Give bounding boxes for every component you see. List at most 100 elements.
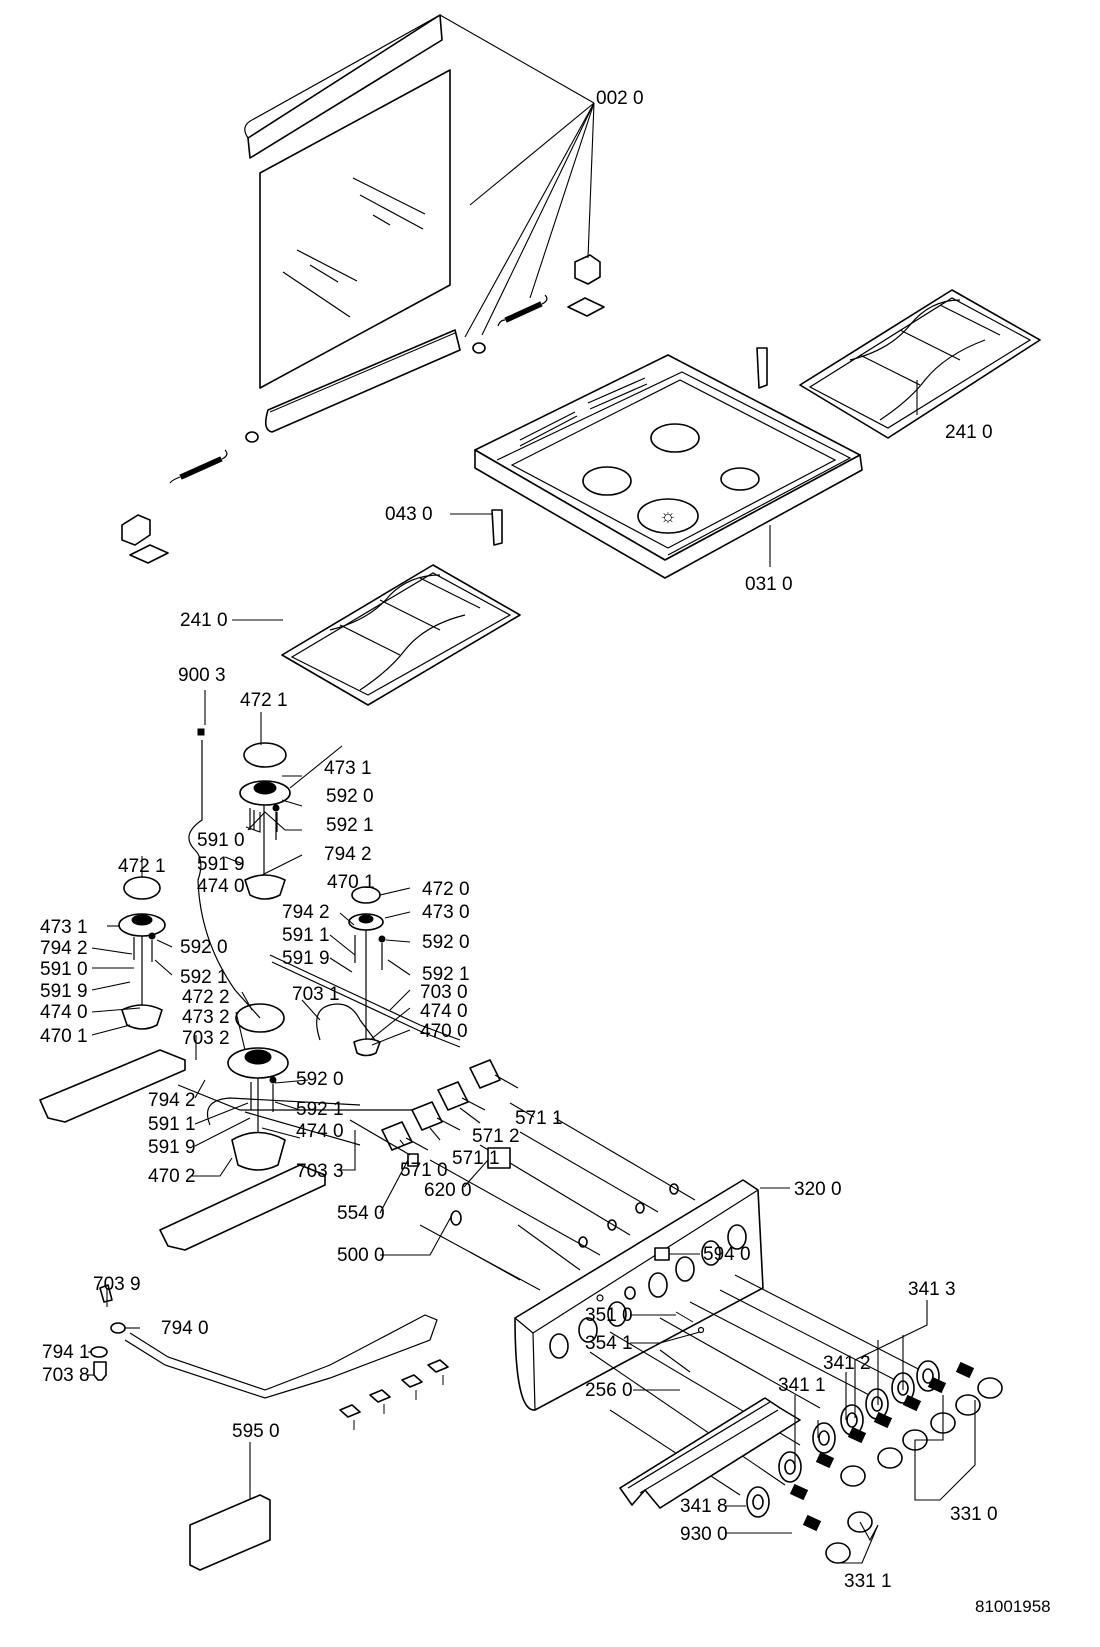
callout-592-0-large: 592 0 [296,1069,344,1090]
callout-591-9-large: 591 9 [148,1137,196,1158]
panel-screw [675,1311,694,1323]
callout-592-1-large: 592 1 [296,1099,344,1120]
callout-474-0-large: 474 0 [296,1121,344,1142]
door-top-trim [247,14,443,159]
callout-794-2-rear: 794 2 [324,844,372,865]
ignition-electrodes [133,804,386,1112]
pan-support-left [281,564,521,706]
inlet-connector [93,1361,107,1381]
callout-500-0: 500 0 [337,1245,385,1266]
burner-body-large [231,1131,286,1171]
callout-930-0: 930 0 [680,1524,728,1545]
callout-354-1: 354 1 [585,1333,633,1354]
hob-burner-left [582,466,632,496]
hinge-plate-right [567,297,605,317]
callout-620-0: 620 0 [424,1180,472,1201]
spark-generator-terminal [487,1147,511,1169]
callout-794-0: 794 0 [161,1318,209,1339]
control-panel [419,1117,931,1496]
callout-473-1-front: 473 1 [40,917,88,938]
callout-474-0-front: 474 0 [40,1002,88,1023]
callout-554-0: 554 0 [337,1203,385,1224]
callout-241-0-left: 241 0 [180,610,228,631]
callout-592-1-aux: 592 1 [422,964,470,985]
hob-burner-front [637,498,699,534]
callout-331-0: 331 0 [950,1504,998,1525]
callout-703-1: 703 1 [292,984,340,1005]
document-number: 81001958 [975,1597,1051,1616]
bush-right [472,342,486,354]
callout-473-0: 473 0 [422,902,470,923]
callout-703-9: 703 9 [93,1274,141,1295]
thermocouple-lead [188,740,261,1019]
callout-341-1: 341 1 [778,1375,826,1396]
callout-031-0: 031 0 [745,574,793,595]
svg-text:☼: ☼ [659,506,676,527]
valve-571-1-mid [411,1101,443,1131]
burner-front-left [39,876,186,1123]
oven-door-assembly [121,14,605,564]
knob [847,1426,903,1469]
callout-472-1-front: 472 1 [118,856,166,877]
callout-591-0-rear: 591 0 [197,830,245,851]
gas-rail [90,1284,449,1430]
hob-burner-rear [650,423,700,453]
callout-571-1-top: 571 1 [515,1108,563,1129]
knob [802,1514,851,1564]
leaders-002-0 [439,14,595,338]
callout-571-0: 571 0 [400,1160,448,1181]
valve-571-1-top [469,1059,501,1089]
burner-body-front-left [121,1004,163,1030]
callout-591-1-aux: 591 1 [282,925,330,946]
knob [955,1361,1003,1399]
callout-592-0-front: 592 0 [180,937,228,958]
callout-594-0: 594 0 [703,1244,751,1265]
callout-592-1-front: 592 1 [180,967,228,988]
callout-794-2-aux: 794 2 [282,902,330,923]
hinge-left [121,514,151,546]
callout-591-9-rear: 591 9 [197,854,245,875]
callout-794-2-front: 794 2 [40,938,88,959]
seal-inlet [90,1346,108,1358]
burner-cap-front-left [123,876,161,900]
callout-472-2: 472 2 [182,987,230,1008]
callout-571-2: 571 2 [472,1126,520,1147]
valve-571-2 [437,1081,469,1111]
burner-large [159,1003,326,1251]
callout-794-2-large: 794 2 [148,1090,196,1111]
callout-341-3: 341 3 [908,1279,956,1300]
hinge-plate-left [129,544,169,564]
callout-571-1-mid: 571 1 [452,1148,500,1169]
callout-794-1: 794 1 [42,1342,90,1363]
callout-703-8: 703 8 [42,1365,90,1386]
callout-591-1-large: 591 1 [148,1114,196,1135]
callout-472-0: 472 0 [422,879,470,900]
callout-472-1-rear: 472 1 [240,690,288,711]
callout-703-2: 703 2 [182,1028,230,1049]
callout-473-2: 473 2 [182,1007,230,1028]
callout-320-0: 320 0 [794,1179,842,1200]
knob [789,1483,873,1533]
pan-support-right [799,289,1041,439]
bracket-rear [756,347,768,389]
callout-241-0-right: 241 0 [945,422,993,443]
burner-body-auxiliary [353,1038,381,1057]
callout-470-2: 470 2 [148,1166,196,1187]
panel-washer [697,1326,705,1334]
lamp-switch [654,1247,670,1261]
callout-043-0: 043 0 [385,504,433,525]
callout-595-0: 595 0 [232,1421,280,1442]
callout-900-3: 900 3 [178,665,226,686]
grommet [450,1210,462,1226]
spring-left [179,456,223,480]
burner-body-rear-left [244,874,286,900]
callout-256-0: 256 0 [585,1380,633,1401]
leader-lines [88,380,976,1564]
hob-top: ☼ [474,347,863,579]
callout-473-1-rear: 473 1 [324,758,372,779]
knob [815,1451,866,1487]
knob [927,1376,981,1416]
callout-341-2: 341 2 [823,1353,871,1374]
valve-571-0 [381,1121,413,1151]
